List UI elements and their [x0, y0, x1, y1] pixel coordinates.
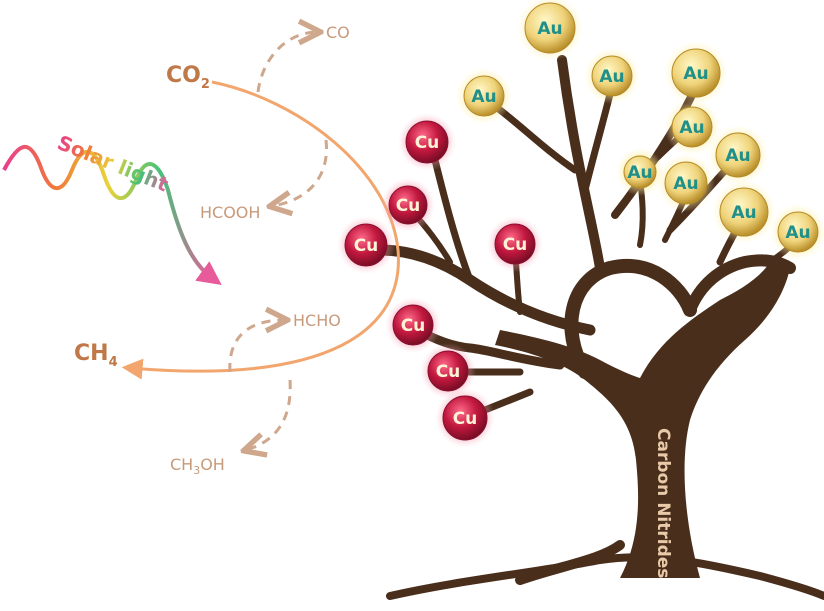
hcho-label: HCHO — [293, 311, 341, 330]
cu-particle-label: Cu — [503, 235, 528, 255]
cu-particle-label: Cu — [453, 409, 478, 429]
cu-particle-core — [344, 223, 388, 267]
trunk-label: Carbon Nitrides — [653, 428, 673, 578]
cu-particle-core — [494, 223, 536, 265]
cu-particle: Cu — [337, 216, 395, 274]
dashed-arrow-hcooh — [272, 139, 328, 206]
cu-particle-core — [405, 120, 449, 164]
au-particle-core — [715, 132, 761, 178]
tree-loop-right — [684, 254, 796, 316]
au-particle: Au — [770, 204, 824, 260]
au-particle-label: Au — [731, 203, 756, 223]
au-particle-label: Au — [627, 163, 652, 183]
solar-light: Solar light — [2, 130, 222, 286]
cu-particle-label: Cu — [401, 316, 426, 336]
cu-particle-label: Cu — [436, 362, 461, 382]
au-particle-core — [623, 155, 657, 189]
au-particle-core — [777, 211, 819, 253]
dashed-arrow-co — [256, 32, 318, 93]
dashed-arrow-hcho — [228, 320, 285, 373]
au-particle-label: Au — [683, 64, 708, 84]
au-particle: Au — [664, 41, 728, 105]
cu-particle-core — [388, 185, 428, 225]
hcooh-label: HCOOH — [200, 203, 260, 222]
au-particle: Au — [517, 0, 583, 61]
reaction-pathway: CO2 CH4 CO HCOOH HCHO CH3OH — [74, 23, 400, 477]
co2-label: CO2 — [166, 63, 210, 92]
au-particle-label: Au — [785, 223, 810, 243]
au-particle-label: Au — [725, 146, 750, 166]
au-particle: Au — [584, 48, 640, 104]
tree-loop — [564, 258, 697, 379]
cu-particle: Cu — [385, 297, 441, 353]
au-particle-core — [719, 187, 769, 237]
cu-particle: Cu — [420, 343, 476, 399]
cu-particle-label: Cu — [396, 196, 421, 216]
au-particle: Au — [664, 99, 720, 155]
ch3oh-label: CH3OH — [170, 455, 225, 477]
ch4-label: CH4 — [74, 341, 118, 370]
au-particle: Au — [456, 68, 512, 124]
solar-wave-icon — [2, 144, 222, 286]
cu-particle: Cu — [381, 178, 435, 232]
tree-trunk — [495, 262, 790, 578]
au-particle-core — [463, 75, 505, 117]
au-particle: Au — [708, 125, 768, 185]
au-particle: Au — [712, 180, 776, 244]
branch-au-mid — [581, 90, 614, 194]
au-particle-core — [671, 106, 713, 148]
au-particle-core — [671, 48, 721, 98]
cu-particle: Cu — [487, 216, 543, 272]
au-particle: Au — [657, 154, 715, 212]
co-label: CO — [326, 23, 350, 42]
main-pathway-arrow — [121, 80, 400, 380]
cu-particle-label: Cu — [354, 236, 379, 256]
dashed-arrow-ch3oh — [246, 379, 292, 450]
au-particle-label: Au — [599, 67, 624, 87]
au-particle-core — [591, 55, 633, 97]
cu-particle-core — [442, 395, 488, 441]
au-particle-label: Au — [673, 174, 698, 194]
branch-cu-top — [431, 156, 474, 284]
au-particle-core — [664, 161, 708, 205]
cu-particle-core — [392, 304, 434, 346]
cu-particle-label: Cu — [415, 133, 440, 153]
au-particle-label: Au — [679, 118, 704, 138]
cu-particle: Cu — [398, 113, 456, 171]
au-particle-label: Au — [537, 19, 562, 39]
cu-particle: Cu — [435, 388, 495, 448]
tree-root-left — [515, 540, 625, 585]
au-particle: Au — [616, 148, 664, 196]
tree-roots — [386, 553, 824, 600]
cu-particle-core — [427, 350, 469, 392]
au-particle-core — [524, 2, 576, 54]
au-particle-label: Au — [471, 87, 496, 107]
branch-center — [557, 55, 605, 273]
